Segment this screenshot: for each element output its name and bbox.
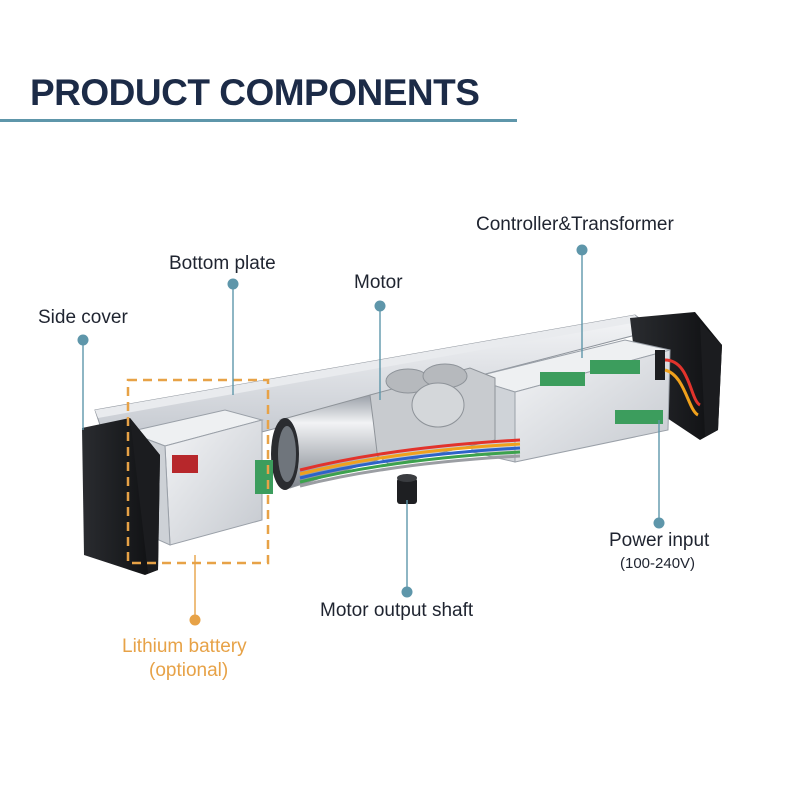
controller-transformer-unit: [468, 339, 702, 463]
page-title: PRODUCT COMPONENTS: [30, 72, 480, 113]
label-lithium-battery: Lithium battery: [122, 636, 247, 657]
label-motor: Motor: [354, 272, 403, 293]
gearbox: [369, 363, 496, 466]
motor-body: [271, 394, 379, 490]
label-power-input: Power input: [609, 530, 710, 551]
label-side-cover: Side cover: [38, 307, 128, 328]
wire-harness: [299, 438, 521, 488]
leader-lines: [82, 250, 660, 620]
label-bottom-plate: Bottom plate: [169, 253, 276, 274]
battery-highlight-box: [126, 378, 270, 565]
motor-output-shaft: [397, 474, 417, 504]
label-lithium-battery-note: (optional): [149, 660, 229, 681]
label-controller-transformer: Controller&Transformer: [476, 214, 674, 235]
leader-dots: [77, 244, 665, 626]
side-cover-left: [82, 418, 160, 575]
title-underline: [0, 119, 517, 122]
label-power-input-range: (100-240V): [620, 555, 696, 572]
rail-lip: [95, 315, 638, 418]
label-motor-output-shaft: Motor output shaft: [320, 600, 474, 621]
